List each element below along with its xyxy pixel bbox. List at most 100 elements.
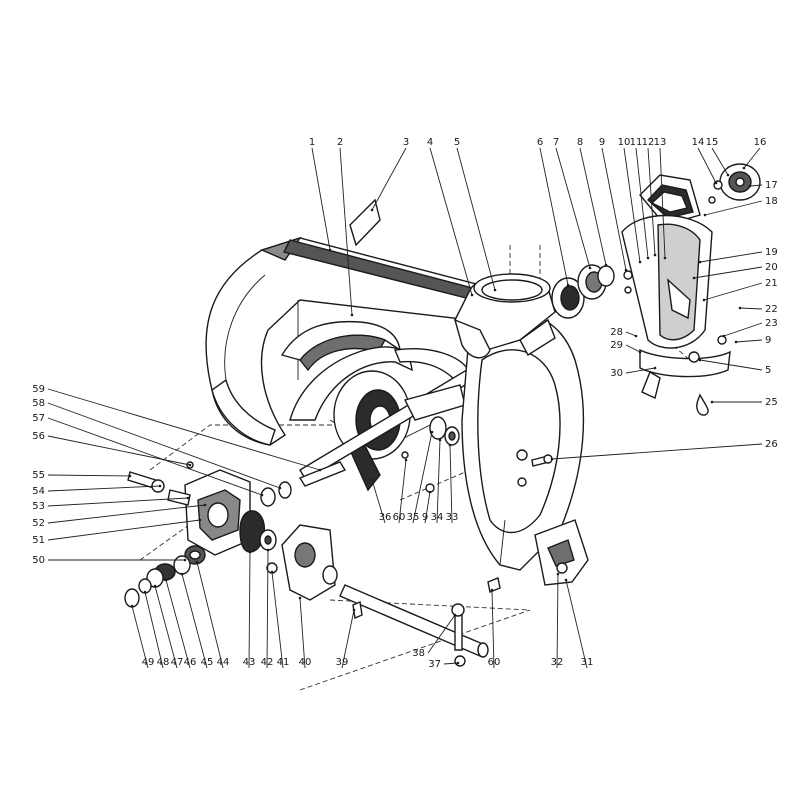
callout-label-50: 50 xyxy=(32,555,45,566)
callout-leader-tip-2 xyxy=(350,313,354,317)
callout-leader-4 xyxy=(429,147,473,296)
callout-label-51: 51 xyxy=(32,535,45,546)
callout-leader-60 xyxy=(398,459,407,524)
callout-label-16: 16 xyxy=(754,137,767,148)
callout-leader-47 xyxy=(154,585,178,669)
callout-label-29: 29 xyxy=(610,340,623,351)
callout-leader-tip-60 xyxy=(490,588,494,592)
callout-leader-5 xyxy=(699,359,763,371)
callout-leader-tip-16 xyxy=(742,166,746,170)
callout-leader-tip-3 xyxy=(370,208,374,212)
callout-leader-tip-60 xyxy=(404,458,408,462)
callout-label-9: 9 xyxy=(765,335,771,346)
callout-label-56: 56 xyxy=(32,431,45,442)
callout-leader-23 xyxy=(723,322,763,337)
callout-label-11: 11 xyxy=(630,137,643,148)
callout-leader-tip-15 xyxy=(726,173,730,177)
callout-label-7: 7 xyxy=(553,137,559,148)
callout-leader-tip-52 xyxy=(203,503,207,507)
callout-label-42: 42 xyxy=(261,657,274,668)
callout-leader-20 xyxy=(693,266,763,279)
callout-leader-58 xyxy=(47,402,281,489)
callout-leader-15 xyxy=(711,147,729,176)
callout-leader-2 xyxy=(339,147,353,316)
callout-leader-tip-29 xyxy=(638,350,642,354)
callout-label-5: 5 xyxy=(765,365,771,376)
callout-leader-tip-59 xyxy=(318,468,322,472)
callout-leader-tip-5 xyxy=(493,288,497,292)
callout-leader-30 xyxy=(625,367,656,374)
callout-label-12: 12 xyxy=(642,137,655,148)
callout-leader-tip-58 xyxy=(278,486,282,490)
callout-leader-tip-43 xyxy=(248,550,252,554)
callout-label-9: 9 xyxy=(422,512,428,523)
callout-leader-tip-41 xyxy=(270,570,274,574)
discharge-chute xyxy=(621,174,731,416)
callout-leader-tip-51 xyxy=(198,518,202,522)
callout-leader-tip-9 xyxy=(624,268,628,272)
callout-leader-41 xyxy=(271,571,284,669)
callout-leader-31 xyxy=(565,579,588,669)
callout-label-3: 3 xyxy=(403,137,409,148)
callout-leader-57 xyxy=(47,417,263,496)
callout-leader-9 xyxy=(424,491,431,524)
callout-leader-tip-32 xyxy=(556,572,560,576)
callout-leader-42 xyxy=(266,549,269,669)
callout-label-4: 4 xyxy=(427,137,433,148)
callout-leader-1 xyxy=(311,147,331,251)
callout-label-30: 30 xyxy=(610,368,623,379)
callout-label-23: 23 xyxy=(765,318,778,329)
callout-leader-26 xyxy=(551,443,763,460)
callout-leader-10 xyxy=(623,147,641,263)
callout-leader-tip-36 xyxy=(370,478,374,482)
callout-label-32: 32 xyxy=(551,657,564,668)
callout-label-31: 31 xyxy=(581,657,594,668)
callout-leader-tip-57 xyxy=(260,493,264,497)
callout-leader-tip-35 xyxy=(430,430,434,434)
callout-label-48: 48 xyxy=(157,657,170,668)
callout-label-55: 55 xyxy=(32,470,45,481)
callout-leader-5 xyxy=(456,147,496,291)
callout-leader-tip-46 xyxy=(164,578,168,582)
callout-leader-22 xyxy=(739,307,763,310)
callout-leader-6 xyxy=(539,147,569,286)
callout-leader-48 xyxy=(144,591,164,669)
decal-sheet xyxy=(349,198,381,247)
callout-leader-16 xyxy=(743,147,761,169)
callout-leader-7 xyxy=(555,147,591,269)
callout-leader-tip-26 xyxy=(550,457,554,461)
callout-leader-45 xyxy=(181,573,208,669)
callout-leader-tip-33 xyxy=(448,443,452,447)
callout-leader-tip-44 xyxy=(195,560,199,564)
callout-leader-tip-14 xyxy=(714,181,718,185)
callout-label-40: 40 xyxy=(299,657,312,668)
callout-leader-tip-56 xyxy=(188,463,192,467)
callout-leader-9 xyxy=(735,339,763,343)
callout-leader-43 xyxy=(248,551,251,669)
callout-label-6: 6 xyxy=(537,137,543,148)
gear-case xyxy=(184,469,336,601)
callout-leader-36 xyxy=(371,479,386,524)
callout-label-22: 22 xyxy=(765,304,778,315)
callout-leader-14 xyxy=(697,147,717,184)
callout-label-59: 59 xyxy=(32,384,45,395)
callout-label-36: 36 xyxy=(379,512,392,523)
callout-leader-tip-42 xyxy=(266,548,270,552)
callout-leader-tip-55 xyxy=(128,474,132,478)
callout-label-33: 33 xyxy=(446,512,459,523)
callout-label-58: 58 xyxy=(32,398,45,409)
callout-label-43: 43 xyxy=(243,657,256,668)
callout-leader-tip-5 xyxy=(698,358,702,362)
callout-label-38: 38 xyxy=(412,648,425,659)
callout-leader-tip-9 xyxy=(428,490,432,494)
callout-leader-46 xyxy=(165,579,191,669)
callout-label-2: 2 xyxy=(337,137,343,148)
skid-shoe xyxy=(534,519,589,586)
callout-leader-tip-18 xyxy=(703,213,707,217)
callout-leaders xyxy=(47,147,763,669)
callout-leader-52 xyxy=(47,504,206,524)
callout-leader-40 xyxy=(299,597,306,669)
callout-leader-tip-6 xyxy=(566,283,570,287)
crank-wheel xyxy=(708,163,761,204)
